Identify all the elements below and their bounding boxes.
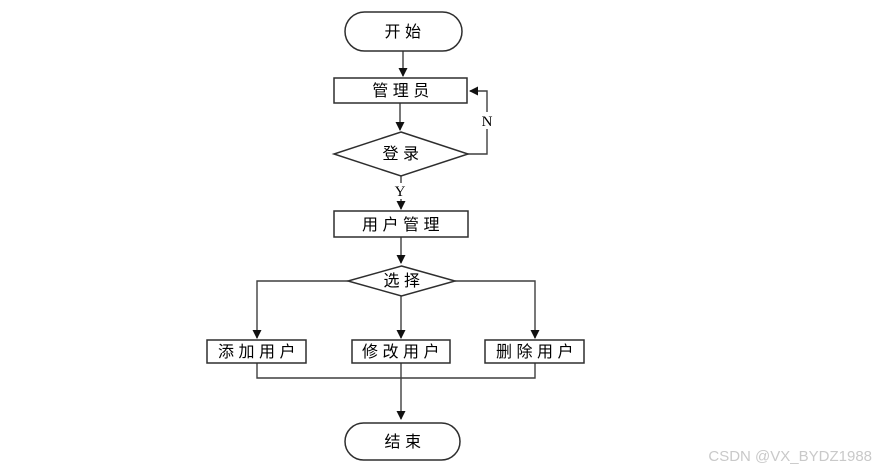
edge-choose-adduser — [252, 280, 348, 339]
node-modify-user: 修改用户 — [351, 339, 451, 364]
login-label: 登录 — [382, 145, 423, 163]
start-terminator-shape — [344, 11, 463, 52]
login-decision-shape — [331, 131, 471, 177]
modify-user-process-shape — [351, 339, 451, 364]
node-start: 开始 — [344, 11, 463, 52]
edge-label-no: N — [482, 114, 493, 130]
node-choose: 选择 — [345, 265, 458, 297]
choose-label: 选择 — [383, 272, 424, 290]
node-end: 结束 — [344, 422, 461, 461]
user-management-label: 用户管理 — [362, 216, 444, 234]
node-delete-user: 删除用户 — [484, 339, 585, 364]
edge-label-yes: Y — [395, 184, 406, 200]
add-user-process-shape — [206, 339, 307, 364]
delete-user-process-shape — [484, 339, 585, 364]
admin-label: 管理员 — [372, 82, 434, 100]
nodes: 开始 管理员 登录 用户管理 选择 添加用户 — [206, 11, 585, 461]
edge-login-no-loop-upper — [469, 86, 488, 112]
start-label: 开始 — [384, 23, 425, 41]
watermark-text: CSDN @VX_BYDZ1988 — [708, 448, 872, 465]
add-user-label: 添加用户 — [218, 343, 300, 361]
node-admin: 管理员 — [333, 77, 468, 104]
modify-user-label: 修改用户 — [362, 343, 444, 361]
admin-process-shape — [333, 77, 468, 104]
edge-choose-deleteuser — [455, 280, 540, 339]
edge-merge-branches — [256, 363, 536, 379]
node-add-user: 添加用户 — [206, 339, 307, 364]
edge-login-no-loop-lower — [467, 129, 488, 155]
node-login: 登录 — [331, 131, 471, 177]
node-user-management: 用户管理 — [333, 210, 469, 238]
edges: N Y — [252, 51, 540, 420]
end-label: 结束 — [384, 433, 425, 451]
delete-user-label: 删除用户 — [496, 343, 578, 361]
user-management-process-shape — [333, 210, 469, 238]
end-terminator-shape — [344, 422, 461, 461]
choose-decision-shape — [345, 265, 458, 297]
